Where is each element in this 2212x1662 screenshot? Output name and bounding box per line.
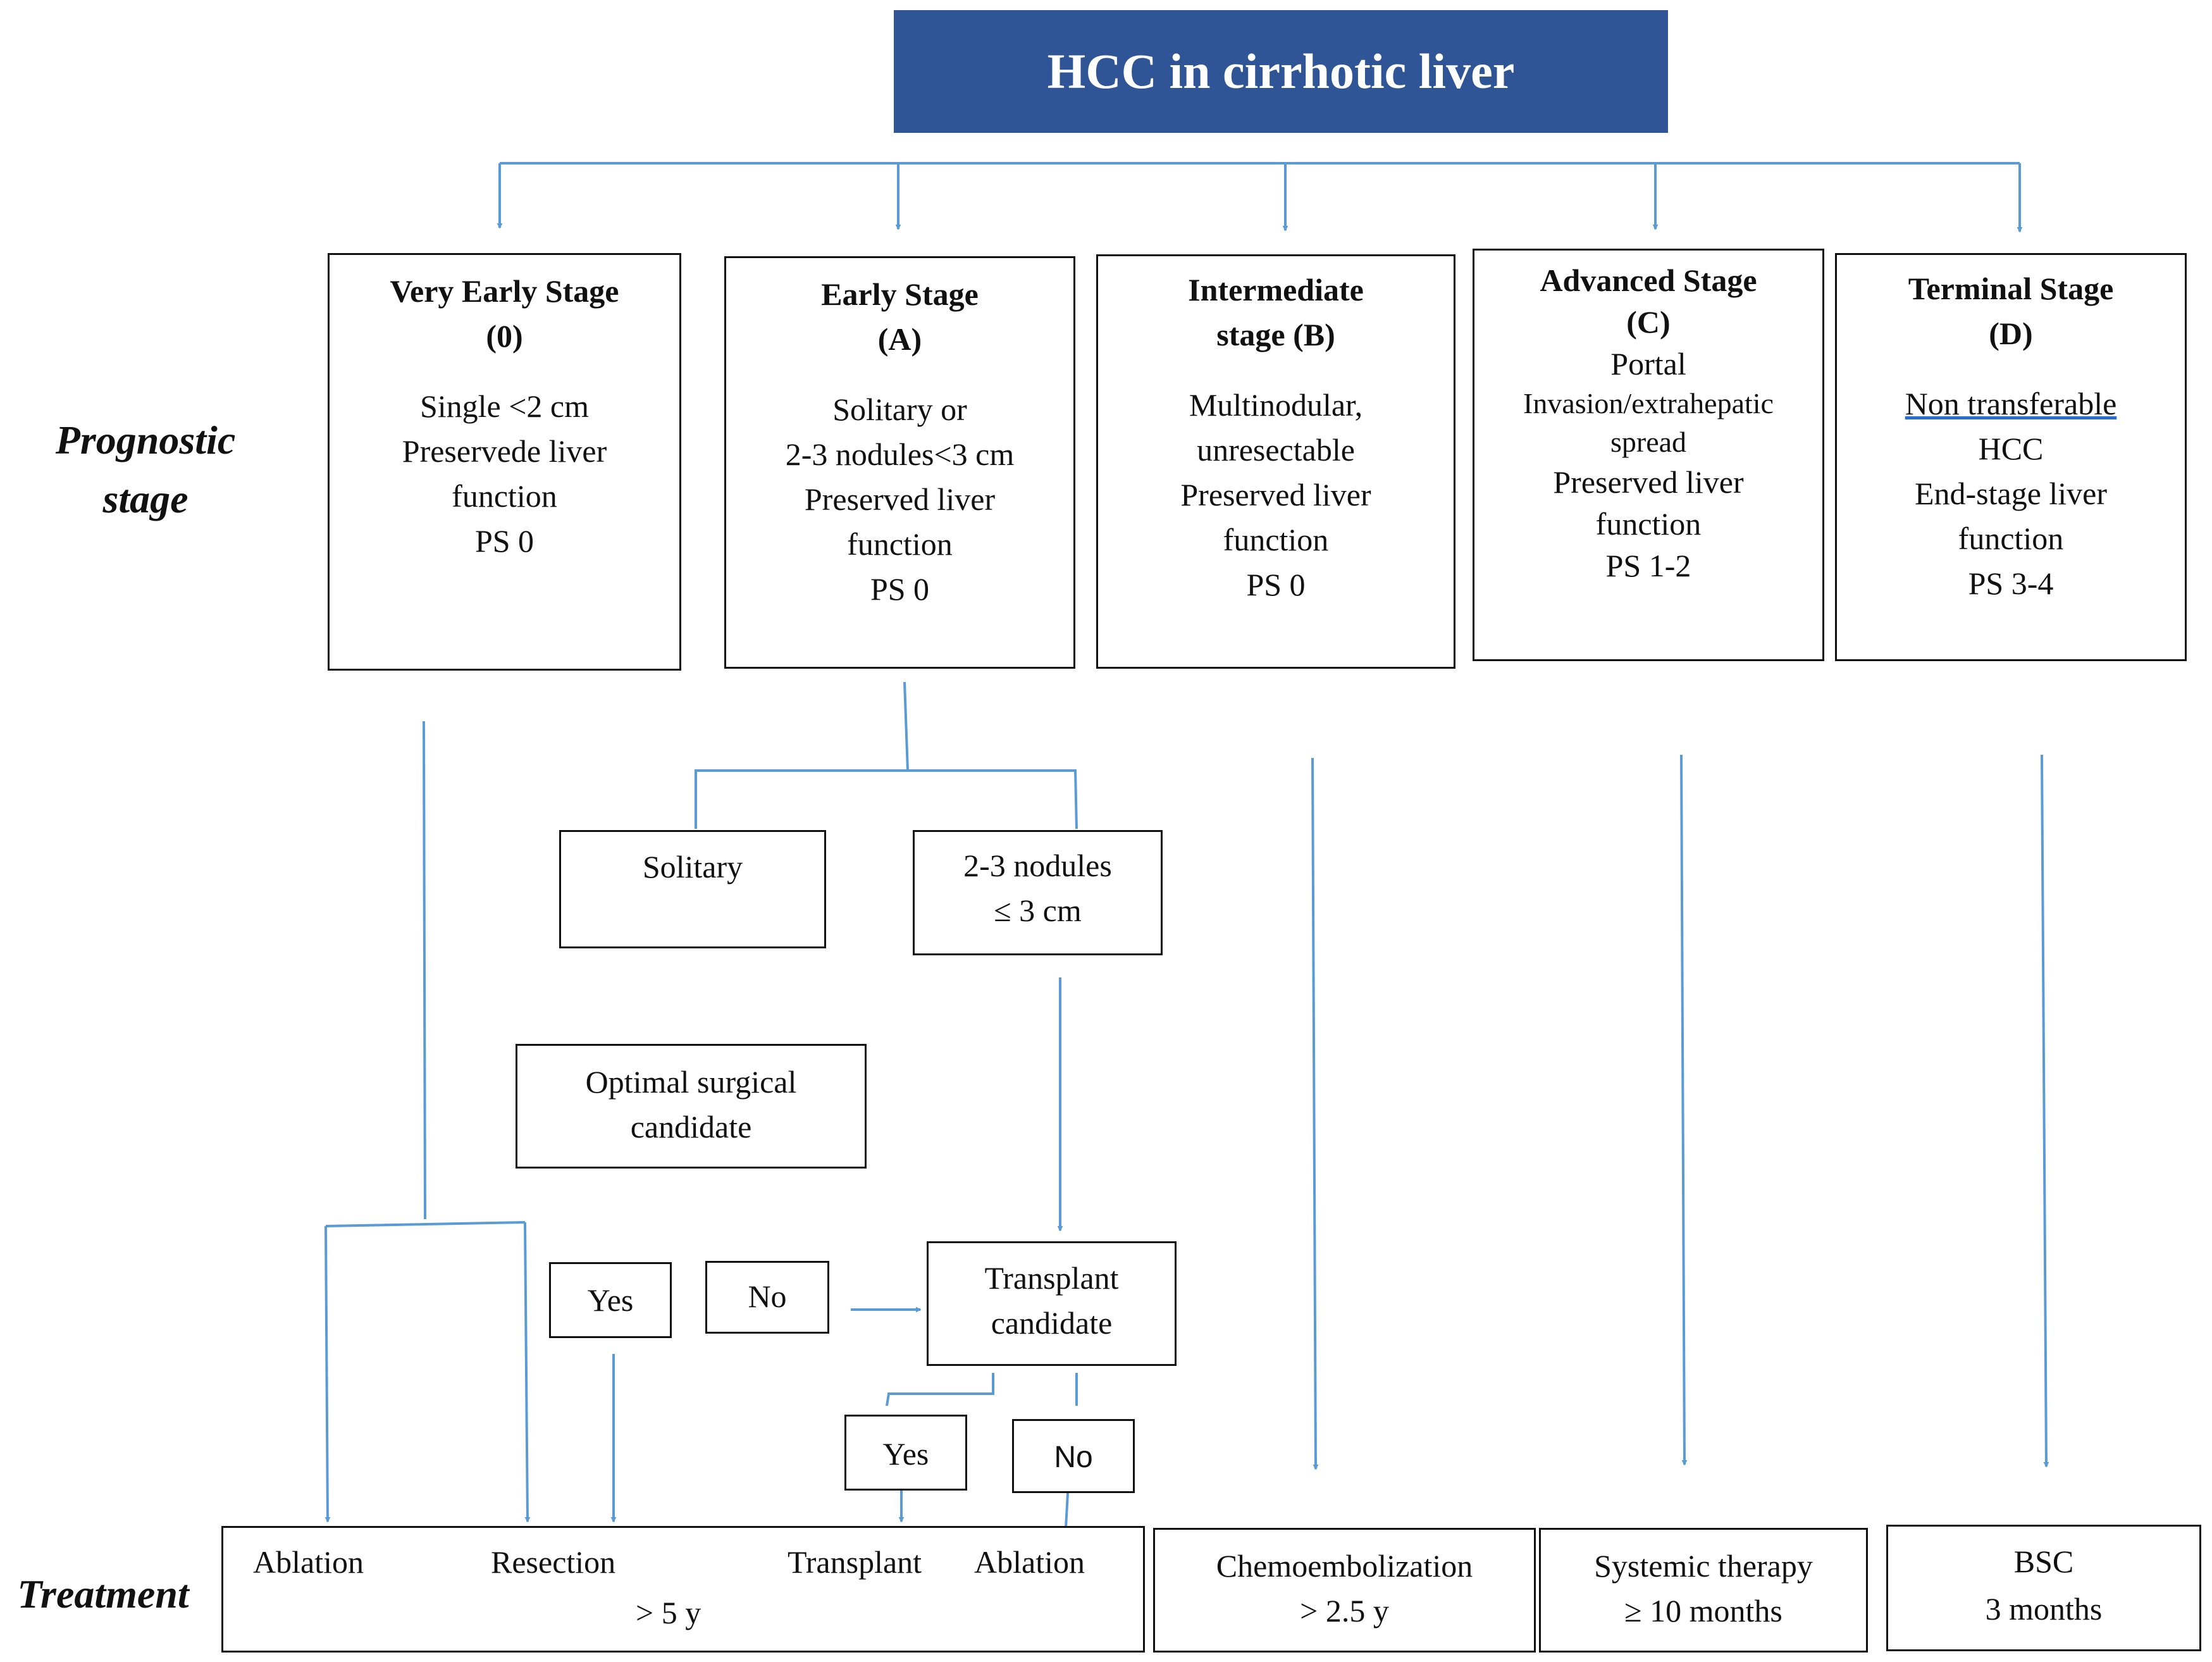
arrow-terminal-to-bsc [2041, 754, 2049, 1468]
treatment-ablation-2: Ablation [974, 1544, 1085, 1580]
yes-surgical-box: Yes [549, 1262, 672, 1338]
treatment-resection: Resection [491, 1544, 616, 1580]
arrow-to-ablation [324, 1225, 331, 1523]
stage-very-early-box: Very Early Stage (0) Single <2 cm Preser… [328, 253, 681, 671]
arrow-to-resection [524, 1222, 531, 1523]
prognostic-stage-label: Prognostic stage [55, 418, 236, 521]
no-to-ablation-line [1065, 1492, 1069, 1529]
stage-intermediate-box: Intermediate stage (B) Multinodular, unr… [1096, 254, 1455, 669]
stage-terminal-box: Terminal Stage (D) Non transferable HCC … [1835, 253, 2187, 661]
early-split-line [695, 769, 1078, 829]
curative-survival: > 5 y [636, 1595, 701, 1630]
nodules-box: 2-3 nodules ≤ 3 cm [913, 830, 1163, 955]
curative-treatment-box [221, 1526, 1145, 1653]
transplant-yes-branch-line [886, 1373, 994, 1406]
very-early-down-line [423, 721, 426, 1220]
early-down-line [903, 681, 909, 771]
transplant-candidate-box: Transplant candidate [927, 1241, 1177, 1366]
chemoembolization-box: Chemoembolization > 2.5 y [1153, 1528, 1536, 1653]
arrow-intermediate-to-chemo [1311, 757, 1319, 1470]
treatment-label: Treatment [17, 1572, 189, 1616]
bsc-box: BSC 3 months [1886, 1525, 2201, 1651]
solitary-box: Solitary [559, 830, 826, 948]
no-surgical-box: No [705, 1261, 829, 1334]
very-early-branch-line [325, 1221, 526, 1227]
optimal-surgical-candidate-box: Optimal surgical candidate [516, 1044, 867, 1169]
systemic-therapy-box: Systemic therapy ≥ 10 months [1539, 1528, 1868, 1653]
arrow-advanced-to-systemic [1680, 754, 1688, 1466]
diagram-title: HCC in cirrhotic liver [894, 10, 1668, 133]
stage-advanced-box: Advanced Stage (C) Portal Invasion/extra… [1473, 249, 1824, 661]
no-transplant-box: No [1012, 1419, 1135, 1493]
treatment-ablation: Ablation [253, 1544, 364, 1580]
treatment-transplant: Transplant [788, 1544, 922, 1580]
yes-transplant-box: Yes [844, 1415, 967, 1491]
stage-early-box: Early Stage (A) Solitary or 2-3 nodules<… [724, 256, 1075, 669]
